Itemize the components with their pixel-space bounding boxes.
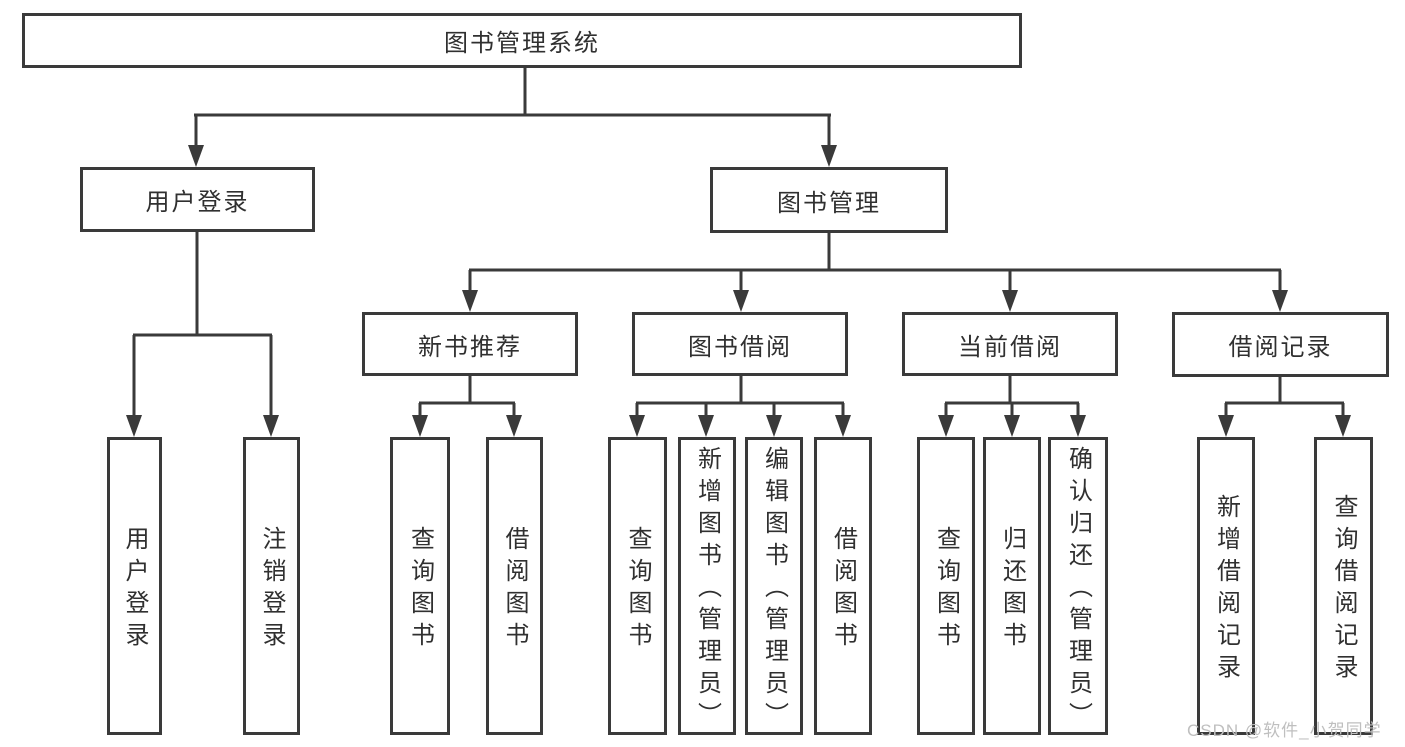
node-current-borrow-label: 当前借阅 — [958, 333, 1062, 361]
node-nb-query-books-label: 查询图书 — [406, 526, 434, 654]
node-logout-label: 注销登录 — [258, 526, 285, 654]
node-current-borrow: 当前借阅 — [902, 312, 1118, 376]
node-br-add-record-label: 新增借阅记录 — [1212, 494, 1240, 686]
node-nb-borrow-books-label: 借阅图书 — [501, 526, 528, 654]
node-borrow-records: 借阅记录 — [1172, 312, 1389, 377]
node-root: 图书管理系统 — [22, 13, 1022, 68]
node-book-mgmt: 图书管理 — [710, 167, 948, 233]
node-cb-confirm-return: 确认归还（管理员） — [1048, 437, 1108, 735]
node-bb-query-books-label: 查询图书 — [624, 526, 651, 654]
node-borrowing-label: 图书借阅 — [688, 333, 792, 361]
node-br-add-record: 新增借阅记录 — [1197, 437, 1255, 735]
node-book-mgmt-label: 图书管理 — [777, 189, 881, 217]
node-bb-borrow-books: 借阅图书 — [814, 437, 872, 735]
node-br-query-record: 查询借阅记录 — [1314, 437, 1373, 735]
node-bb-edit-books-label: 编辑图书（管理员） — [760, 446, 788, 734]
node-borrow-records-label: 借阅记录 — [1228, 334, 1333, 361]
node-cb-return-books: 归还图书 — [983, 437, 1041, 735]
node-cb-return-books-label: 归还图书 — [998, 526, 1026, 654]
node-borrowing: 图书借阅 — [632, 312, 848, 376]
node-cb-query-books: 查询图书 — [917, 437, 975, 735]
node-logout: 注销登录 — [243, 437, 300, 735]
watermark: CSDN @软件_小贺同学 — [1187, 721, 1382, 740]
node-user-login: 用户登录 — [80, 167, 315, 232]
node-bb-query-books: 查询图书 — [608, 437, 667, 735]
node-br-query-record-label: 查询借阅记录 — [1330, 494, 1357, 686]
node-cb-query-books-label: 查询图书 — [932, 526, 960, 654]
node-bb-add-books-label: 新增图书（管理员） — [693, 446, 721, 734]
node-bb-borrow-books-label: 借阅图书 — [829, 526, 857, 654]
node-bb-edit-books: 编辑图书（管理员） — [745, 437, 803, 735]
node-new-books: 新书推荐 — [362, 312, 578, 376]
arrowhead-icons — [126, 145, 1351, 437]
connector-lines — [132, 68, 1345, 420]
node-new-books-label: 新书推荐 — [418, 333, 522, 361]
node-nb-borrow-books: 借阅图书 — [486, 437, 543, 735]
node-cb-confirm-return-label: 确认归还（管理员） — [1064, 446, 1092, 734]
node-root-label: 图书管理系统 — [444, 30, 600, 57]
node-nb-query-books: 查询图书 — [390, 437, 450, 735]
node-bb-add-books: 新增图书（管理员） — [678, 437, 736, 735]
node-login-label: 用户登录 — [121, 526, 148, 654]
node-login: 用户登录 — [107, 437, 162, 735]
node-user-login-label: 用户登录 — [145, 189, 250, 216]
